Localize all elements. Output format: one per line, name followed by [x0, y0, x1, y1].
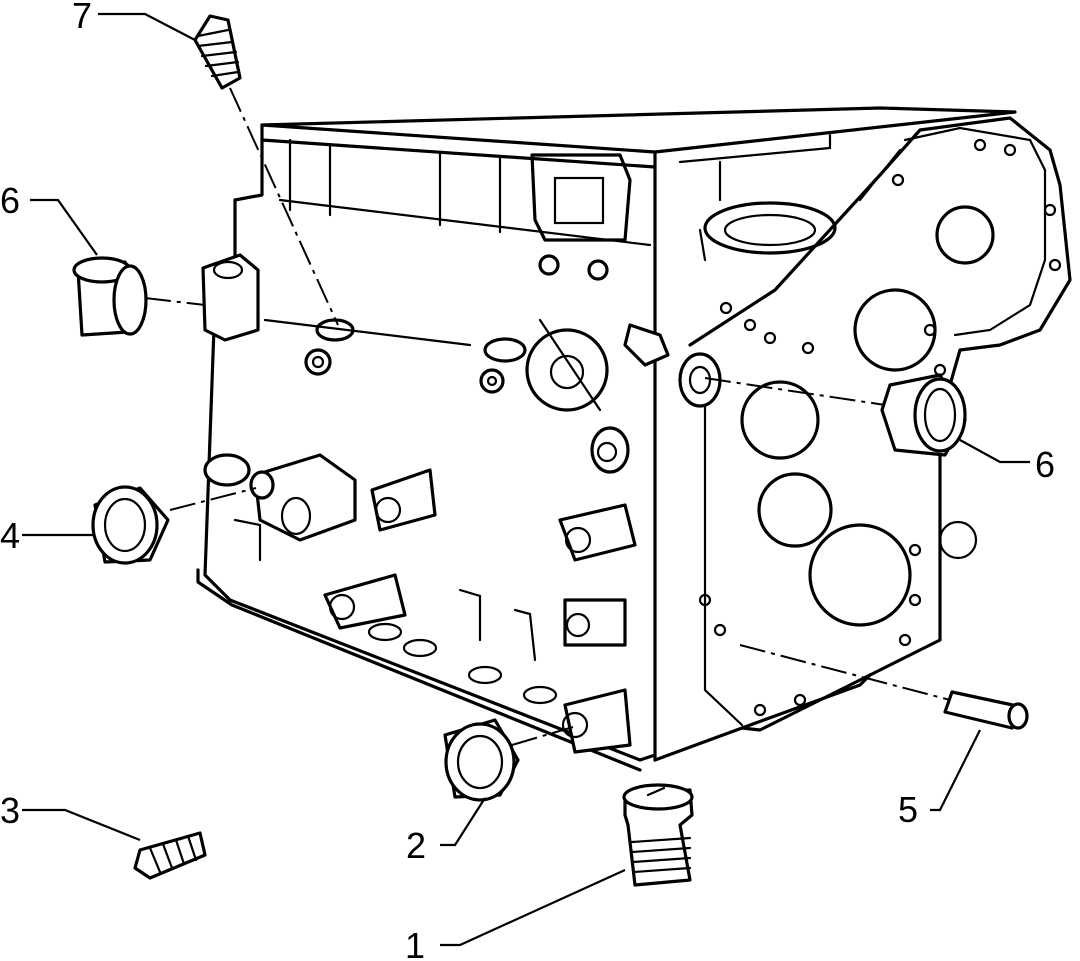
callout-leaders: [22, 12, 1030, 947]
callout-5: 5: [898, 789, 918, 830]
callout-1: 1: [405, 925, 425, 961]
part-7-screw-plug: [193, 14, 242, 90]
callout-4: 4: [0, 515, 20, 556]
callout-6-right: 6: [1035, 444, 1055, 485]
callout-7: 7: [72, 0, 92, 36]
part-1-threaded-plug: [622, 783, 694, 887]
part-6-bushing-right: [880, 373, 967, 457]
assembly-axis-lines: [144, 87, 951, 746]
callout-labels: 7 6 6 4 2 3 5 1: [0, 0, 1055, 961]
part-6-cup-plug-left: [72, 256, 148, 337]
callout-2: 2: [406, 825, 426, 866]
part-2-bearing-ring: [443, 718, 520, 802]
callout-3: 3: [0, 790, 20, 831]
part-5-dowel-pin: [943, 690, 1029, 730]
engine-block: [196, 106, 1072, 772]
part-3-screw-plug: [133, 831, 207, 880]
callout-6-left: 6: [0, 180, 20, 221]
part-4-sealing-ring: [91, 485, 170, 565]
